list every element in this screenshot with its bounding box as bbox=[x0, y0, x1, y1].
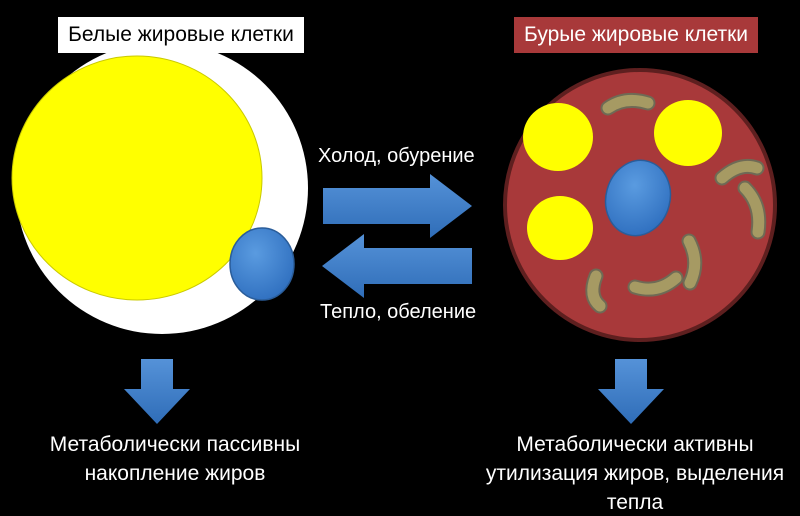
brown-cell-lipid-droplet bbox=[523, 103, 593, 171]
brown-cells-caption: Метаболически активны утилизация жиров, … bbox=[470, 430, 800, 516]
white-cell-nucleus bbox=[229, 227, 295, 301]
cold-browning-label: Холод, обурение bbox=[318, 145, 475, 167]
brown-cells-title-text: Бурые жировые клетки bbox=[524, 23, 748, 46]
white-fat-cell bbox=[11, 42, 308, 334]
brown-cell-down-arrow bbox=[598, 359, 664, 424]
brown-cells-title: Бурые жировые клетки bbox=[514, 17, 758, 53]
brown-fat-cell bbox=[503, 68, 777, 342]
whitening-arrow-left bbox=[322, 234, 472, 298]
brown-caption-line: Метаболически активны bbox=[516, 433, 754, 456]
white-cell-lipid-droplet bbox=[11, 55, 263, 301]
brown-cell-lipid-droplet bbox=[654, 100, 722, 166]
white-cells-title-text: Белые жировые клетки bbox=[68, 23, 294, 46]
browning-arrow-right bbox=[323, 174, 472, 238]
white-cells-title: Белые жировые клетки bbox=[58, 17, 304, 53]
white-caption-line: накопление жиров bbox=[84, 462, 266, 485]
white-cells-caption: Метаболически пассивны накопление жиров bbox=[20, 430, 330, 488]
brown-caption-line: тепла bbox=[606, 491, 664, 514]
white-cell-down-arrow bbox=[124, 359, 190, 424]
brown-cell-nucleus bbox=[604, 159, 672, 237]
warm-whitening-label: Тепло, обеление bbox=[320, 301, 477, 323]
brown-caption-line: утилизация жиров, выделения bbox=[485, 462, 785, 485]
white-caption-line: Метаболически пассивны bbox=[49, 433, 301, 456]
brown-cell-lipid-droplet bbox=[527, 196, 593, 260]
